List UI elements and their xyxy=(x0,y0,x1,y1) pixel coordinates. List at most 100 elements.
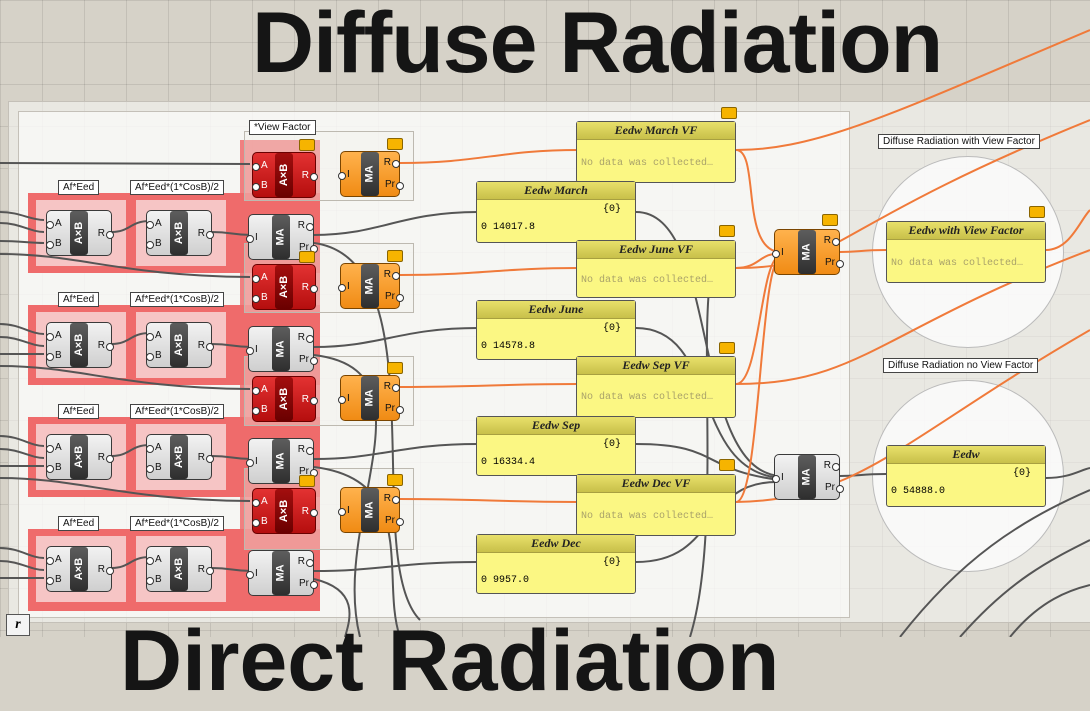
input-b[interactable]: B xyxy=(46,574,62,585)
input-b[interactable]: B xyxy=(46,350,62,361)
vf-mass-addition-node[interactable]: I MA R Pr xyxy=(338,375,404,421)
output-r[interactable]: R xyxy=(301,506,319,517)
warning-balloon-icon[interactable] xyxy=(719,459,735,471)
input-a[interactable]: A xyxy=(46,442,62,453)
warning-balloon-icon[interactable] xyxy=(719,342,735,354)
output-r[interactable]: R xyxy=(301,394,319,405)
output-r[interactable]: R xyxy=(97,228,115,239)
output-r[interactable]: R xyxy=(197,564,215,575)
output-r[interactable]: R xyxy=(823,460,841,471)
vf-total-mass-addition-node[interactable]: I MA R Pr xyxy=(772,229,844,275)
input-b[interactable]: B xyxy=(252,292,268,303)
warning-balloon-icon[interactable] xyxy=(387,362,403,374)
output-r[interactable]: R xyxy=(301,170,319,181)
mass-addition-node[interactable]: I MA R Pr xyxy=(246,326,318,372)
warning-balloon-icon[interactable] xyxy=(387,250,403,262)
panel-eedw-june-vf[interactable]: Eedw June VF No data was collected… xyxy=(576,240,736,298)
output-r[interactable]: R xyxy=(297,220,315,231)
input-i[interactable]: I xyxy=(338,393,350,404)
output-r[interactable]: R xyxy=(383,157,401,168)
input-b[interactable]: B xyxy=(252,516,268,527)
output-r[interactable]: R xyxy=(383,493,401,504)
input-i[interactable]: I xyxy=(338,169,350,180)
output-pr[interactable]: Pr xyxy=(385,179,404,190)
warning-balloon-icon[interactable] xyxy=(721,107,737,119)
warning-balloon-icon[interactable] xyxy=(719,225,735,237)
input-a[interactable]: A xyxy=(252,384,268,395)
output-pr[interactable]: Pr xyxy=(385,403,404,414)
panel-eedw-sep[interactable]: Eedw Sep {0} 0 16334.4 xyxy=(476,416,636,476)
input-b[interactable]: B xyxy=(146,574,162,585)
input-i[interactable]: I xyxy=(246,568,258,579)
multiply-node[interactable]: A B A×B R xyxy=(46,546,115,592)
view-factor-multiply-node[interactable]: A B A×B R xyxy=(252,376,319,422)
script-r-icon[interactable]: r xyxy=(6,614,30,636)
warning-balloon-icon[interactable] xyxy=(387,474,403,486)
output-pr[interactable]: Pr xyxy=(385,291,404,302)
panel-eedw-total[interactable]: Eedw {0} 0 54888.0 xyxy=(886,445,1046,507)
panel-eedw-dec-vf[interactable]: Eedw Dec VF No data was collected… xyxy=(576,474,736,536)
output-r[interactable]: R xyxy=(301,282,319,293)
input-i[interactable]: I xyxy=(772,247,784,258)
view-factor-multiply-node[interactable]: A B A×B R xyxy=(252,264,319,310)
warning-balloon-icon[interactable] xyxy=(299,139,315,151)
panel-eedw-with-view-factor[interactable]: Eedw with View Factor No data was collec… xyxy=(886,221,1046,283)
output-r[interactable]: R xyxy=(97,564,115,575)
warning-balloon-icon[interactable] xyxy=(822,214,838,226)
output-r[interactable]: R xyxy=(297,444,315,455)
input-b[interactable]: B xyxy=(46,462,62,473)
input-b[interactable]: B xyxy=(146,462,162,473)
input-b[interactable]: B xyxy=(46,238,62,249)
multiply-node[interactable]: A B A×B R xyxy=(146,322,215,368)
panel-eedw-sep-vf[interactable]: Eedw Sep VF No data was collected… xyxy=(576,356,736,418)
multiply-node[interactable]: A B A×B R xyxy=(146,546,215,592)
output-pr[interactable]: Pr xyxy=(299,578,318,589)
input-a[interactable]: A xyxy=(146,330,162,341)
input-i[interactable]: I xyxy=(246,232,258,243)
warning-balloon-icon[interactable] xyxy=(387,138,403,150)
input-b[interactable]: B xyxy=(146,238,162,249)
output-r[interactable]: R xyxy=(297,332,315,343)
input-a[interactable]: A xyxy=(46,554,62,565)
input-a[interactable]: A xyxy=(252,160,268,171)
mass-addition-node[interactable]: I MA R Pr xyxy=(246,438,318,484)
output-r[interactable]: R xyxy=(97,340,115,351)
input-i[interactable]: I xyxy=(338,281,350,292)
mass-addition-node[interactable]: I MA R Pr xyxy=(246,214,318,260)
input-a[interactable]: A xyxy=(46,218,62,229)
output-r[interactable]: R xyxy=(197,340,215,351)
multiply-node[interactable]: A B A×B R xyxy=(146,434,215,480)
input-a[interactable]: A xyxy=(46,330,62,341)
multiply-node[interactable]: A B A×B R xyxy=(146,210,215,256)
input-b[interactable]: B xyxy=(252,180,268,191)
view-factor-multiply-node[interactable]: A B A×B R xyxy=(252,488,319,534)
vf-mass-addition-node[interactable]: I MA R Pr xyxy=(338,263,404,309)
output-r[interactable]: R xyxy=(823,235,841,246)
input-a[interactable]: A xyxy=(252,272,268,283)
input-i[interactable]: I xyxy=(246,344,258,355)
output-r[interactable]: R xyxy=(383,269,401,280)
multiply-node[interactable]: A B A×B R xyxy=(46,322,115,368)
output-r[interactable]: R xyxy=(383,381,401,392)
output-pr[interactable]: Pr xyxy=(825,482,844,493)
output-r[interactable]: R xyxy=(197,228,215,239)
multiply-node[interactable]: A B A×B R xyxy=(46,210,115,256)
input-i[interactable]: I xyxy=(338,505,350,516)
output-r[interactable]: R xyxy=(297,556,315,567)
warning-balloon-icon[interactable] xyxy=(299,475,315,487)
warning-balloon-icon[interactable] xyxy=(299,251,315,263)
multiply-node[interactable]: A B A×B R xyxy=(46,434,115,480)
input-a[interactable]: A xyxy=(252,496,268,507)
output-r[interactable]: R xyxy=(197,452,215,463)
input-b[interactable]: B xyxy=(252,404,268,415)
panel-eedw-dec[interactable]: Eedw Dec {0} 0 9957.0 xyxy=(476,534,636,594)
input-b[interactable]: B xyxy=(146,350,162,361)
panel-eedw-june[interactable]: Eedw June {0} 0 14578.8 xyxy=(476,300,636,360)
total-mass-addition-node[interactable]: I MA R Pr xyxy=(772,454,844,500)
panel-eedw-march[interactable]: Eedw March {0} 0 14017.8 xyxy=(476,181,636,243)
output-r[interactable]: R xyxy=(97,452,115,463)
panel-eedw-march-vf[interactable]: Eedw March VF No data was collected… xyxy=(576,121,736,183)
vf-mass-addition-node[interactable]: I MA R Pr xyxy=(338,151,404,197)
view-factor-multiply-node[interactable]: A B A×B R xyxy=(252,152,319,198)
